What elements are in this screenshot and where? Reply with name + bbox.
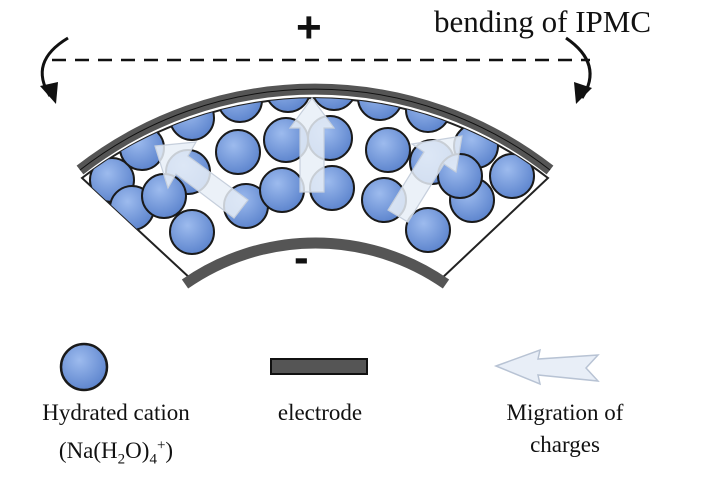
legend-migration-arrow-icon (493, 348, 600, 386)
cation (215, 129, 261, 175)
migration-arrow-left (154, 141, 249, 219)
legend-cation-label: Hydrated cation (42, 400, 190, 425)
legend-electrode-label: electrode (277, 400, 363, 425)
bottom-electrode (181, 237, 450, 289)
cation (265, 98, 311, 113)
legend-migration-label-line2: charges (530, 432, 600, 457)
cation (405, 207, 451, 253)
bend-arrow-right-head (574, 82, 592, 104)
top-electrode-outline (79, 88, 551, 171)
migration-arrow-right (387, 135, 463, 223)
cation (357, 98, 403, 121)
legend-cation-icon (59, 342, 109, 392)
legend-cation-formula: (Na(H2O)4+) (58, 437, 174, 468)
cation (169, 209, 215, 255)
legend-electrode-icon (270, 358, 368, 375)
negative-sign: - (294, 233, 309, 282)
positive-sign: + (296, 3, 322, 52)
bend-arrow-left-head (40, 82, 58, 104)
migration-arrows (154, 96, 463, 223)
cation (141, 173, 187, 219)
cation (489, 153, 535, 199)
cation (259, 167, 305, 213)
diagram-title: bending of IPMC (434, 4, 651, 39)
migration-arrow-center (288, 96, 336, 193)
cation (365, 127, 411, 173)
legend-migration-label-line1: Migration of (506, 400, 624, 425)
